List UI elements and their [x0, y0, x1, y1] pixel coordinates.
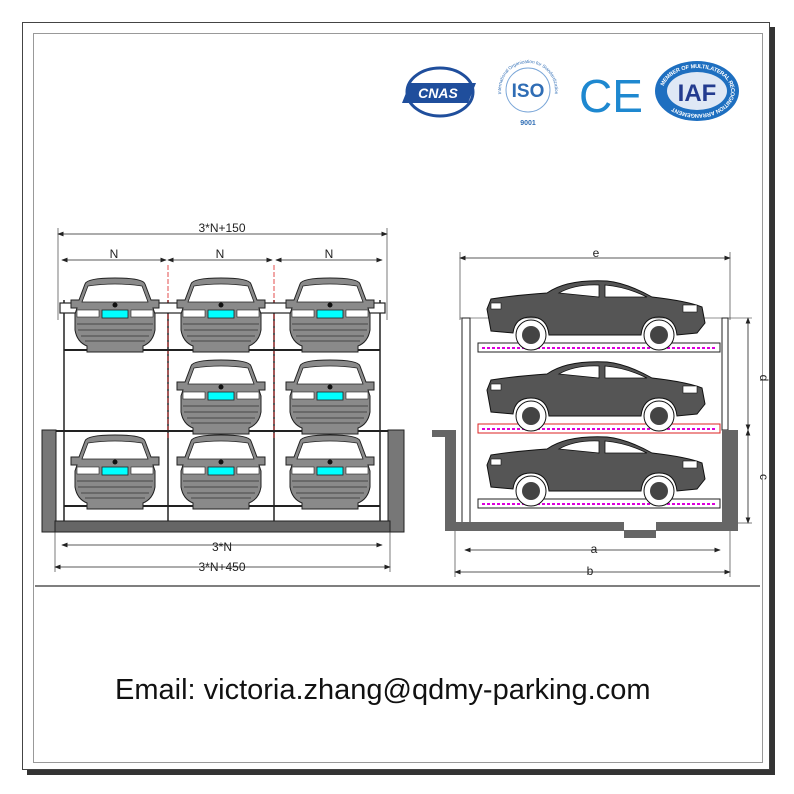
car-side-icon — [486, 361, 706, 432]
dim-c: c — [757, 474, 771, 480]
dim-total-bottom: 3*N+450 — [198, 560, 245, 574]
ce-text: CE — [579, 70, 643, 122]
car-front-icon — [70, 434, 160, 510]
dim-bay-3: N — [325, 247, 334, 261]
cnas-text: CNAS — [418, 85, 458, 101]
car-front-icon — [285, 359, 375, 435]
iso-9001-text: 9001 — [520, 120, 536, 127]
dim-b: b — [587, 564, 594, 578]
side-view-cars — [486, 280, 706, 507]
dim-bay-2: N — [216, 247, 225, 261]
dim-d: d — [757, 375, 771, 382]
dim-a: a — [591, 542, 598, 556]
inner-frame — [33, 33, 763, 763]
car-front-icon — [70, 277, 160, 353]
dim-e: e — [593, 246, 600, 260]
dim-inner-bottom: 3*N — [212, 540, 232, 554]
front-view-cars — [70, 277, 375, 510]
iso-logo: International Organization for Standardi… — [497, 59, 559, 127]
dim-bay-1: N — [110, 247, 119, 261]
contact-email: Email: victoria.zhang@qdmy-parking.com — [115, 674, 651, 706]
iso-text: ISO — [512, 81, 545, 102]
cnas-logo: CNAS — [402, 66, 476, 118]
car-front-icon — [176, 277, 266, 353]
dim-total-top: 3*N+150 — [198, 221, 245, 235]
ce-mark: CE — [579, 70, 643, 122]
car-side-icon — [486, 436, 706, 507]
side-view-diagram — [432, 252, 752, 577]
car-front-icon — [285, 277, 375, 353]
car-front-icon — [176, 359, 266, 435]
iaf-text: IAF — [678, 80, 717, 107]
car-front-icon — [176, 434, 266, 510]
iaf-logo: MEMBER OF MULTILATERAL RECOGNITION ARRAN… — [655, 61, 739, 121]
car-side-icon — [486, 280, 706, 351]
car-front-icon — [285, 434, 375, 510]
